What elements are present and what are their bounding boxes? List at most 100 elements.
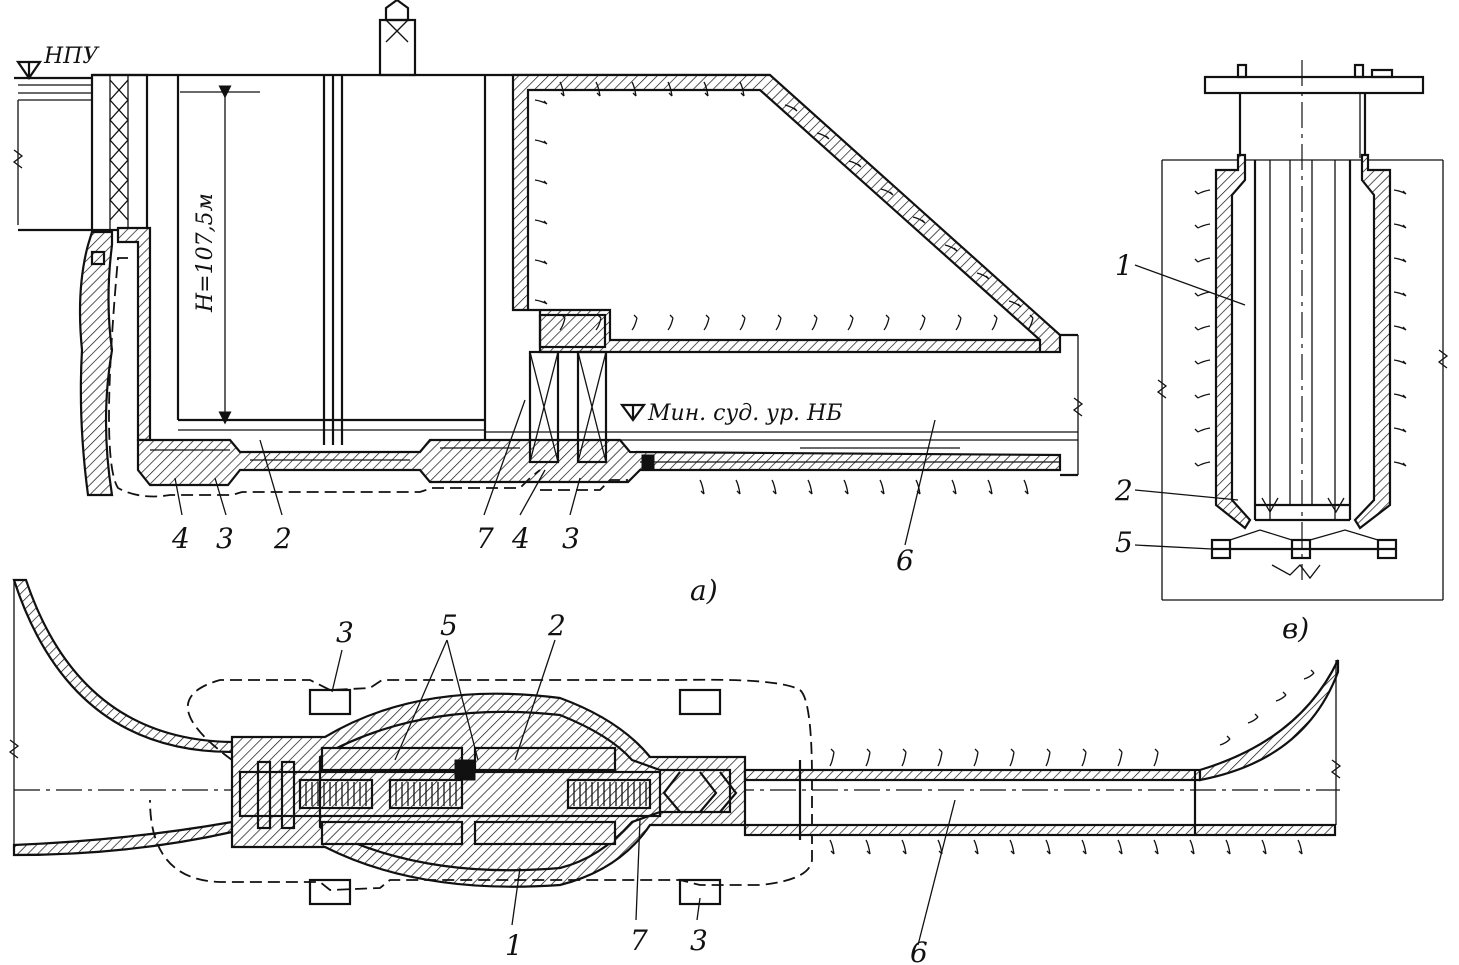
plan-gate-diamond (662, 771, 738, 813)
soil-tick (1194, 461, 1211, 467)
lower-channel (485, 333, 1084, 477)
soil-tick (595, 314, 602, 331)
soil-tick (951, 479, 957, 495)
soil-tick (1393, 359, 1407, 365)
soil-tick (1194, 223, 1211, 229)
head-dimension (180, 85, 260, 425)
soil-tick (1153, 748, 1159, 767)
soil-tick (829, 839, 835, 855)
section-b-head (1203, 63, 1425, 158)
soil-tick (987, 479, 993, 495)
soil-tick (1008, 300, 1022, 308)
section-b-base (1210, 529, 1398, 580)
soil-tick (534, 299, 548, 305)
section-b-right-wall (1353, 153, 1392, 530)
soil-tick (1393, 427, 1407, 433)
chamber-verticals (176, 75, 487, 445)
soil-tick (843, 479, 849, 495)
soil-tick (991, 314, 998, 331)
chamber-bottom-inner (150, 447, 1060, 463)
soil-tick (901, 748, 907, 767)
soil-tick (1194, 257, 1211, 263)
plan-callout-6: 6 (910, 936, 928, 965)
section-a-callout-7: 7 (476, 522, 494, 555)
section-a-callout-4b: 4 (511, 522, 530, 555)
soil-tick (879, 479, 885, 495)
soil-tick (1194, 393, 1211, 399)
soil-tick (1153, 839, 1159, 855)
soil-tick (739, 314, 746, 331)
soil-tick (1023, 479, 1029, 495)
soil-tick (1045, 748, 1051, 767)
rib-frame (298, 778, 374, 810)
plan-chamber-inner (318, 710, 732, 872)
plan-valves (308, 688, 722, 906)
soil-tick (739, 81, 745, 97)
soil-tick (784, 104, 798, 112)
soil-tick (1393, 291, 1407, 297)
section-b-leaders (1134, 264, 1246, 550)
soil-tick (559, 81, 565, 97)
soil-tick (775, 314, 782, 331)
soil-tick (1225, 839, 1231, 855)
soil-tick (534, 259, 548, 265)
section-b-callout-1: 1 (1115, 249, 1133, 282)
plan-leaders (331, 639, 956, 946)
soil-tick (771, 479, 777, 495)
soil-tick (703, 314, 710, 331)
plan-callout-2: 2 (547, 609, 566, 642)
section-a-callout-6: 6 (896, 544, 914, 577)
soil-tick (595, 81, 601, 97)
soil-tick (1393, 461, 1407, 467)
upper-level-label: НПУ (43, 44, 100, 69)
soil-tick (1194, 359, 1211, 365)
soil-tick (703, 81, 709, 97)
soil-tick (1247, 713, 1259, 724)
section-b-cross: 1 2 5 в) (1114, 60, 1449, 645)
soil-tick (848, 160, 862, 168)
soil-tick (883, 314, 890, 331)
soil-tick (1081, 839, 1087, 855)
soil-tick (1393, 189, 1407, 195)
soil-tick (901, 839, 907, 855)
plan-chamber-body (230, 692, 747, 888)
soil-tick (534, 99, 548, 105)
guide-post (378, 0, 417, 77)
soil-tick (1189, 839, 1195, 855)
soil-tick (1393, 257, 1407, 263)
upper-level-mark (14, 60, 92, 80)
soil-tick (807, 479, 813, 495)
soil-tick (667, 81, 673, 97)
soil-tick (1009, 839, 1015, 855)
soil-ticks-b (1194, 189, 1407, 467)
soil-tick (1297, 839, 1303, 855)
soil-tick (937, 748, 943, 767)
upper-pool (12, 84, 92, 232)
plan-chamber-core (238, 760, 662, 830)
soil-tick (880, 188, 894, 196)
soil-tick (1027, 314, 1034, 331)
section-b-callout-5: 5 (1115, 526, 1133, 559)
soil-tick (1117, 839, 1123, 855)
section-a-caption: а) (690, 574, 718, 607)
plan-counterweights (320, 746, 617, 846)
soil-ticks-plan (829, 669, 1315, 855)
soil-tick (1009, 748, 1015, 767)
lower-gate-structure (528, 313, 655, 470)
soil-tick (829, 748, 835, 767)
soil-tick (816, 132, 830, 140)
section-a-elevation: H=107,5м (12, 0, 1084, 607)
plan-callout-5: 5 (440, 609, 458, 642)
soil-tick (1194, 189, 1211, 195)
soil-tick (534, 139, 548, 145)
soil-tick (1393, 223, 1407, 229)
section-a-callout-3b: 3 (562, 522, 580, 555)
head-label: H=107,5м (193, 193, 218, 313)
soil-tick (534, 179, 548, 185)
soil-tick (631, 81, 637, 97)
soil-tick (912, 216, 926, 224)
section-a-callout-2: 2 (273, 522, 292, 555)
soil-tick (735, 479, 741, 495)
soil-tick (944, 244, 958, 252)
